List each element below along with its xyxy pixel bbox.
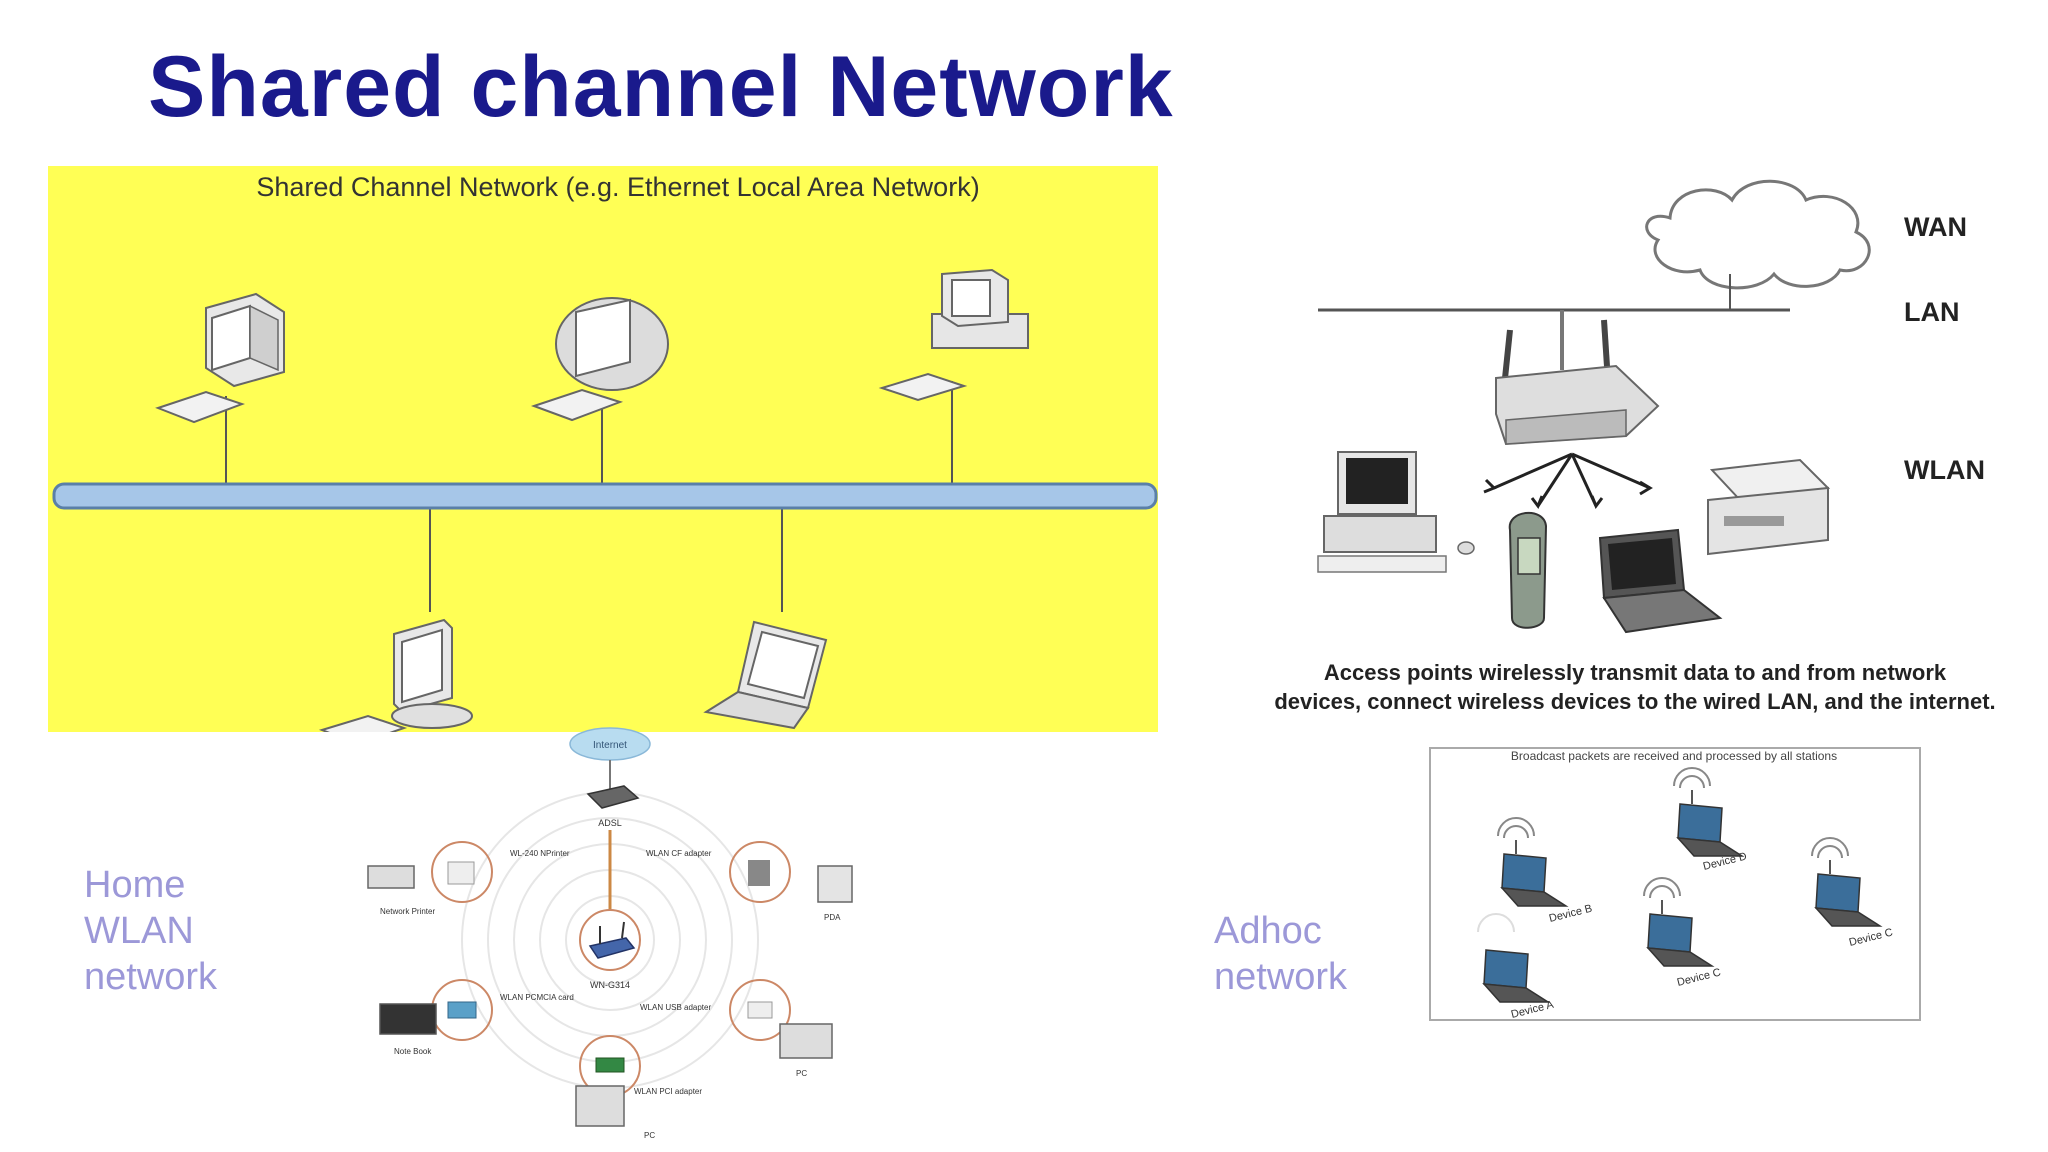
- laptop-icon: [1643, 877, 1715, 967]
- wireless-arrows: [1483, 452, 1653, 510]
- label-line: network: [1214, 956, 1348, 998]
- notebook-icon: [379, 1003, 437, 1035]
- node-device-label: PDA: [824, 913, 841, 922]
- node-device-label: Network Printer: [380, 907, 435, 916]
- printer-icon: [1707, 458, 1831, 556]
- internet-cloud-icon: Internet: [569, 727, 651, 761]
- home-wlan-label: Home WLAN network: [84, 862, 217, 1000]
- wan-label: WAN: [1904, 212, 1967, 242]
- pda-icon: [817, 865, 853, 903]
- wlan-label: WLAN: [1904, 455, 1985, 485]
- node-adapter-label: WLAN PCI adapter: [634, 1087, 702, 1096]
- shared-channel-caption: Shared Channel Network (e.g. Ethernet Lo…: [256, 172, 980, 202]
- node-device-label: PC: [644, 1131, 655, 1140]
- adhoc-label: Adhoc network: [1214, 908, 1347, 1000]
- modem-label: ADSL: [598, 818, 622, 828]
- access-point-diagram: [1317, 179, 1871, 634]
- desktop-pc-icon: [779, 1023, 833, 1059]
- usb-adapter-icon: [747, 1001, 773, 1019]
- pci-adapter-icon: [595, 1057, 625, 1073]
- wan-cloud-icon: [1645, 179, 1871, 290]
- desktop-pc-icon: [575, 1085, 625, 1127]
- desktop-pc-icon: [318, 618, 473, 732]
- laptop-icon: [703, 620, 828, 730]
- label-line: WLAN: [84, 910, 194, 952]
- node-device-label: Note Book: [394, 1047, 432, 1056]
- laptop-icon: [1497, 817, 1569, 907]
- adhoc-diagram: Broadcast packets are received and proce…: [1429, 747, 1921, 1021]
- desktop-pc-icon: [530, 297, 669, 422]
- node-adapter-label: WLAN CF adapter: [646, 849, 712, 858]
- desktop-pc-icon: [1317, 451, 1475, 573]
- shared-channel-diagram: Shared Channel Network (e.g. Ethernet Lo…: [48, 166, 1158, 732]
- node-adapter-label: WLAN PCMCIA card: [500, 993, 574, 1002]
- ethernet-bus: [52, 482, 1158, 510]
- node-device-label: PC: [796, 1069, 807, 1078]
- router-label: WN-G314: [590, 980, 630, 990]
- caption-line: devices, connect wireless devices to the…: [1274, 689, 1996, 714]
- modem-icon: ADSL: [586, 785, 640, 828]
- node-adapter-label: WL-240 NPrinter: [510, 849, 570, 858]
- network-printer-icon: [367, 865, 415, 889]
- desktop-pc-icon: [155, 292, 285, 424]
- slide-title: Shared channel Network: [148, 39, 1174, 135]
- caption-line: Access points wirelessly transmit data t…: [1323, 660, 1947, 685]
- laptop-icon: [1598, 528, 1723, 634]
- access-point-icon: [1495, 319, 1660, 446]
- node-adapter-label: WLAN USB adapter: [640, 1003, 711, 1012]
- wireless-router-icon: WN-G314: [579, 909, 641, 990]
- print-server-icon: [447, 861, 475, 885]
- node-labels: WL-240 NPrinter Network Printer WLAN CF …: [380, 849, 841, 1140]
- access-point-caption: Access points wirelessly transmit data t…: [1240, 658, 2030, 716]
- pda-icon: [1508, 511, 1548, 629]
- home-wlan-diagram: Internet ADSL WN-G314 WL-240 NPrinter Ne…: [367, 727, 853, 1140]
- pcmcia-card-icon: [447, 1001, 477, 1019]
- shared-channel-drawing: [52, 268, 1158, 732]
- workstation-icon: [878, 268, 1029, 402]
- label-line: Home: [84, 864, 186, 906]
- laptop-icon: [1811, 837, 1883, 927]
- label-line: Adhoc: [1214, 910, 1322, 952]
- lan-label: LAN: [1904, 297, 1960, 327]
- laptop-icon: [1477, 913, 1551, 1003]
- cf-adapter-icon: [748, 860, 770, 886]
- label-line: network: [84, 956, 218, 998]
- adhoc-caption: Broadcast packets are received and proce…: [1511, 749, 1837, 763]
- internet-label: Internet: [593, 740, 627, 751]
- laptop-icon: [1673, 767, 1745, 857]
